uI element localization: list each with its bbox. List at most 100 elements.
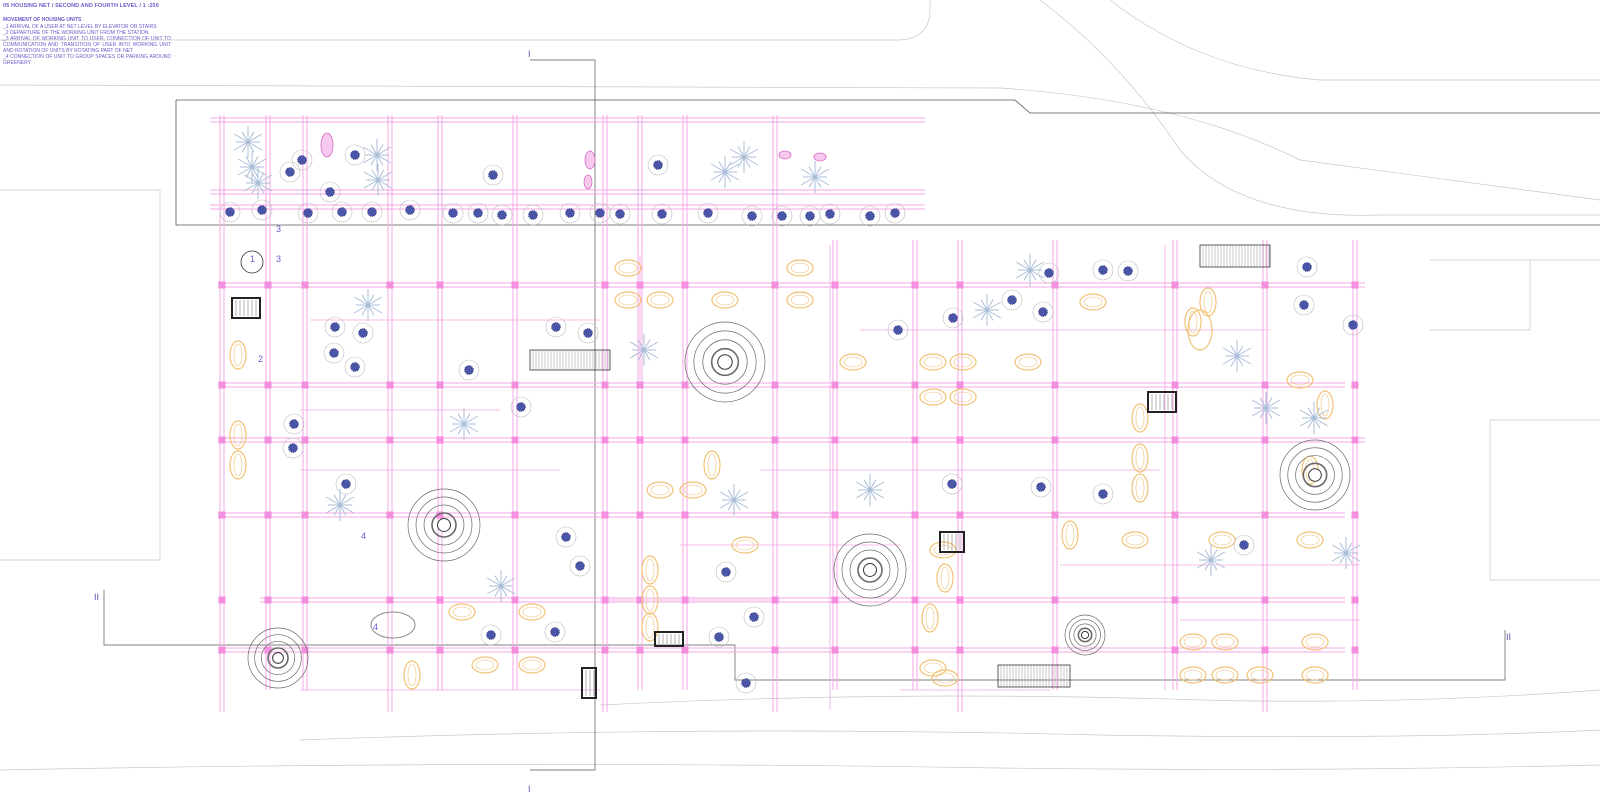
housing-unit: [1316, 390, 1334, 420]
legend-item: _3 ARRIVAL OF WORKING UNIT TO USER, CONN…: [3, 36, 171, 54]
tree-ring: [819, 203, 841, 225]
housing-unit-inner: [650, 484, 670, 496]
housing-unit: [1079, 293, 1107, 311]
tree-ring: [647, 154, 669, 176]
housing-unit: [471, 656, 499, 674]
tree: [1007, 295, 1017, 305]
housing-unit: [403, 660, 421, 690]
tree-ring: [1233, 534, 1255, 556]
bush-branch: [1222, 347, 1238, 357]
bush-branch: [377, 179, 385, 191]
tree-ring: [297, 202, 319, 224]
bush-branch: [814, 168, 830, 178]
capsule: [813, 152, 827, 162]
bush-branch: [1029, 259, 1037, 271]
bush-branch: [743, 146, 751, 158]
housing-unit-inner: [407, 663, 417, 687]
rail-node: [771, 381, 779, 389]
bush-branch: [1345, 544, 1361, 554]
stair-core: [939, 531, 965, 553]
rail-node: [386, 436, 394, 444]
housing-unit-inner: [1215, 669, 1235, 681]
tree-ring: [1342, 314, 1364, 336]
tree: [329, 348, 339, 358]
bush-branch: [629, 349, 645, 359]
rotation-ring: [260, 640, 296, 676]
rail-node: [681, 511, 689, 519]
tree-ring: [559, 202, 581, 224]
housing-unit: [641, 612, 659, 642]
housing-unit-inner: [1290, 374, 1310, 386]
bush-branch: [333, 504, 341, 516]
capsule: [583, 174, 593, 190]
capsule: [778, 150, 792, 160]
tree-ring: [884, 202, 906, 224]
tree-ring: [697, 202, 719, 224]
tree: [747, 211, 757, 221]
bush-branch: [463, 423, 471, 435]
rail-node: [264, 381, 272, 389]
housing-unit: [518, 603, 546, 621]
tree: [1038, 307, 1048, 317]
bush: [486, 570, 516, 602]
bush: [710, 156, 740, 188]
housing-unit-inner: [475, 659, 495, 671]
tree-ring: [1117, 260, 1139, 282]
rail-node: [218, 646, 226, 654]
bush-branch: [1265, 407, 1281, 417]
housing-unit-inner: [1135, 406, 1145, 430]
tree-ring: [467, 202, 489, 224]
rail-node: [1051, 511, 1059, 519]
tree-ring: [743, 606, 765, 628]
rail-node: [386, 596, 394, 604]
tree: [575, 561, 585, 571]
bush-branch: [237, 158, 253, 168]
rail-node: [601, 281, 609, 289]
rail-node: [1261, 511, 1269, 519]
rail-node: [1051, 596, 1059, 604]
tree: [565, 208, 575, 218]
site-context: [0, 0, 1600, 771]
bush-branch: [370, 144, 378, 156]
bush-branch: [339, 504, 347, 516]
rail-node: [956, 646, 964, 654]
bush-branch: [245, 156, 253, 168]
tree-ring: [352, 322, 374, 344]
unit-marker-label: 3: [276, 224, 281, 234]
rail-node: [911, 436, 919, 444]
bush-branch: [325, 504, 341, 514]
rotation-ring: [267, 647, 289, 669]
tree: [1348, 320, 1358, 330]
rail-node: [436, 511, 444, 519]
housing-unit-inner: [645, 588, 655, 612]
bush-branch: [251, 156, 259, 168]
housing-unit-inner: [1305, 669, 1325, 681]
housing-unit-inner: [923, 356, 943, 368]
rotation-ring: [254, 634, 302, 682]
bush-branch: [733, 499, 749, 509]
tree-ring: [555, 526, 577, 548]
bush-branch: [339, 494, 347, 506]
housing-unit: [614, 259, 642, 277]
bush-branch: [1331, 544, 1347, 554]
bush-branch: [1210, 559, 1226, 569]
bush-branch: [1299, 409, 1315, 419]
bush-branch: [869, 489, 885, 499]
rail-node: [264, 511, 272, 519]
tree: [551, 322, 561, 332]
bush: [1331, 537, 1361, 569]
bush-branch: [869, 479, 877, 491]
tree: [488, 170, 498, 180]
tree: [714, 632, 724, 642]
tree: [805, 211, 815, 221]
housing-unit-inner: [233, 343, 243, 367]
bush: [972, 294, 1002, 326]
tree-ring: [1001, 289, 1023, 311]
bush: [729, 141, 759, 173]
tree: [448, 208, 458, 218]
bush-branch: [463, 413, 471, 425]
housing-unit: [839, 353, 867, 371]
tree-ring: [651, 203, 673, 225]
tree-ring: [480, 624, 502, 646]
